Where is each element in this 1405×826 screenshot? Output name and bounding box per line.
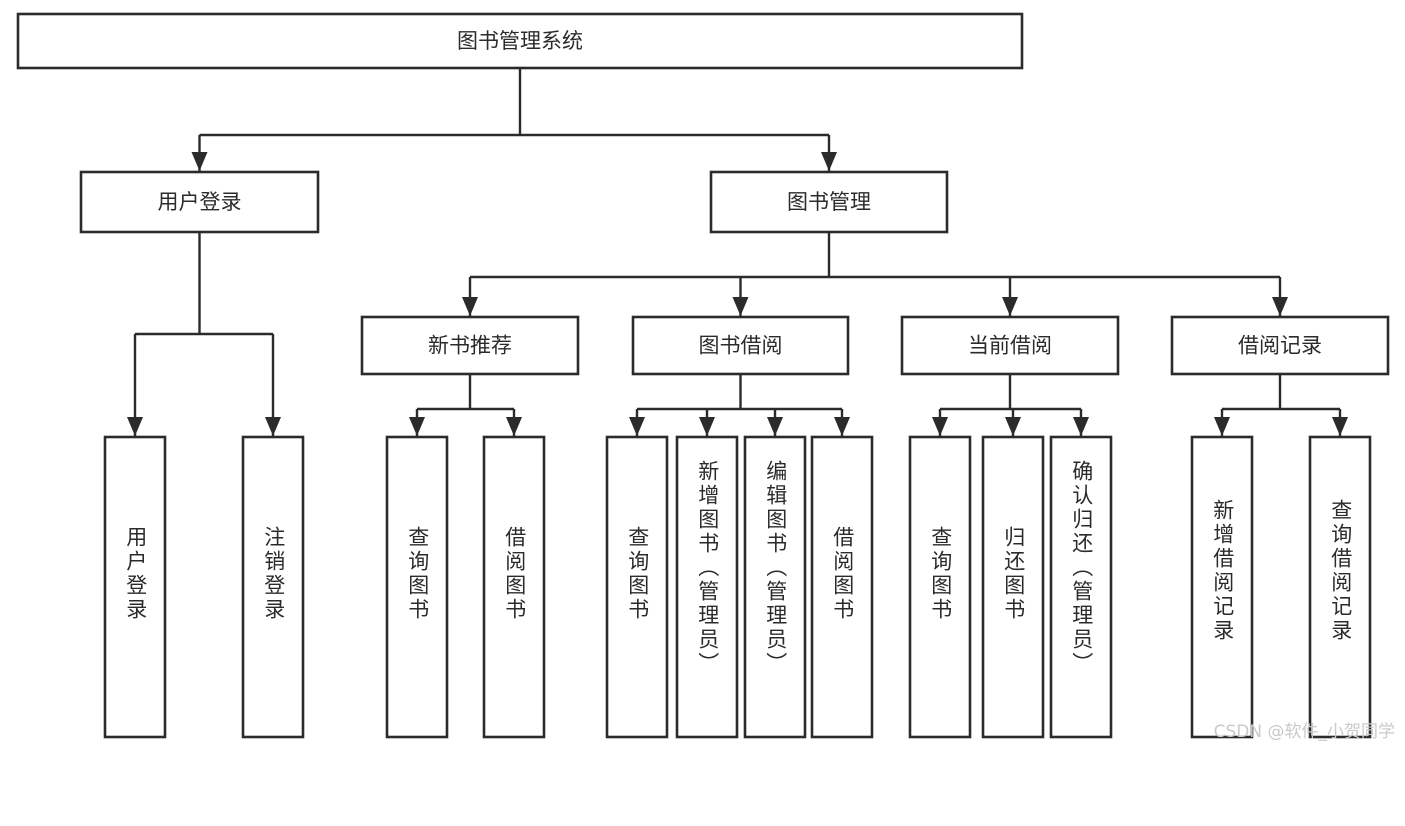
- arrow-head-icon: [1272, 297, 1288, 316]
- arrow-head-icon: [767, 417, 783, 436]
- node-root[interactable]: [16, 12, 1024, 70]
- node-user-login[interactable]: [79, 170, 320, 234]
- leaf-leaf-query-book-current[interactable]: [908, 435, 972, 739]
- node-book-management[interactable]: [709, 170, 949, 234]
- leaf-leaf-return-book[interactable]: [981, 435, 1045, 739]
- arrow-head-icon: [1332, 417, 1348, 436]
- arrow-head-icon: [834, 417, 850, 436]
- connector-layer: [127, 68, 1348, 436]
- arrow-head-icon: [506, 417, 522, 436]
- node-user-login-label: 用户登录: [158, 190, 242, 214]
- node-root-label: 图书管理系统: [457, 29, 583, 53]
- node-current-borrow-label: 当前借阅: [968, 334, 1052, 358]
- arrow-head-icon: [932, 417, 948, 436]
- arrow-head-icon: [1214, 417, 1230, 436]
- node-borrow-record-label: 借阅记录: [1238, 334, 1322, 358]
- leaf-leaf-query-borrow-record[interactable]: [1308, 435, 1372, 739]
- leaf-leaf-borrow-book-recommend[interactable]: [482, 435, 546, 739]
- arrow-head-icon: [1073, 417, 1089, 436]
- leaf-leaf-add-book-admin[interactable]: [675, 435, 739, 739]
- arrow-head-icon: [1002, 297, 1018, 316]
- leaf-leaf-user-login[interactable]: [103, 435, 167, 739]
- node-book-borrow-label: 图书借阅: [699, 334, 783, 358]
- arrow-head-icon: [821, 152, 837, 171]
- leaf-leaf-borrow-book[interactable]: [810, 435, 874, 739]
- flowchart-diagram: 图书管理系统用户登录图书管理新书推荐图书借阅当前借阅借阅记录 用户登录注销登录查…: [16, 12, 1395, 742]
- arrow-head-icon: [462, 297, 478, 316]
- leaf-leaf-logout[interactable]: [241, 435, 305, 739]
- leaf-leaf-add-borrow-record[interactable]: [1190, 435, 1254, 739]
- arrow-head-icon: [699, 417, 715, 436]
- node-new-book-recommend-label: 新书推荐: [428, 334, 512, 358]
- node-book-borrow[interactable]: [631, 315, 850, 376]
- node-book-management-label: 图书管理: [787, 190, 871, 214]
- node-borrow-record[interactable]: [1170, 315, 1390, 376]
- leaf-leaf-confirm-return-admin[interactable]: [1049, 435, 1113, 739]
- leaf-leaf-query-book-borrow[interactable]: [605, 435, 669, 739]
- leaf-leaf-edit-book-admin[interactable]: [743, 435, 807, 739]
- arrow-head-icon: [1005, 417, 1021, 436]
- node-new-book-recommend[interactable]: [360, 315, 580, 376]
- node-box-layer: [16, 12, 1390, 739]
- arrow-head-icon: [127, 417, 143, 436]
- node-current-borrow[interactable]: [900, 315, 1120, 376]
- arrow-head-icon: [629, 417, 645, 436]
- arrow-head-icon: [191, 152, 208, 171]
- arrow-head-icon: [409, 417, 425, 436]
- arrow-head-icon: [265, 417, 281, 436]
- arrow-head-icon: [732, 297, 749, 316]
- leaf-leaf-query-book-recommend[interactable]: [385, 435, 449, 739]
